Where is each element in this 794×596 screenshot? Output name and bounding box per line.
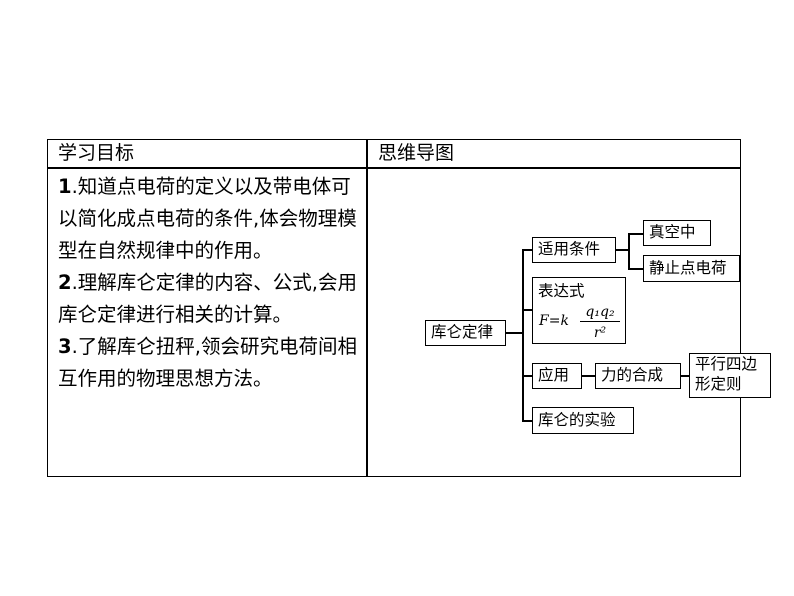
- content-table: 学习目标 思维导图 1.知道点电荷的定义以及带电体可以简化成点电荷的条件,体会物…: [47, 139, 771, 477]
- node-coulomb-experiment: 库仑的实验: [532, 407, 634, 434]
- connector-cond-sub: [615, 249, 628, 251]
- goal-item-3: 3.了解库仑扭秤,领会研究电荷间相互作用的物理思想方法。: [58, 331, 358, 395]
- goal-text: .知道点电荷的定义以及带电体可以简化成点电荷的条件,体会物理模型在自然规律中的作…: [58, 175, 357, 262]
- parallelogram-line-2: 形定则: [695, 375, 742, 393]
- goal-item-1: 1.知道点电荷的定义以及带电体可以简化成点电荷的条件,体会物理模型在自然规律中的…: [58, 171, 358, 267]
- formula-denominator: r²: [593, 325, 607, 341]
- goal-number: 1: [58, 175, 72, 198]
- mind-map: 库仑定律 适用条件 真空中 静止点电荷 表达式 F=k q₁q₂ r² 应用 力…: [367, 169, 771, 476]
- node-expression: 表达式 F=k q₁q₂ r²: [532, 277, 626, 344]
- header-learning-goals: 学习目标: [58, 142, 135, 164]
- node-coulomb-law: 库仑定律: [425, 320, 506, 346]
- connector-expression: [522, 309, 532, 311]
- node-application: 应用: [532, 363, 582, 389]
- header-divider: [48, 167, 740, 169]
- expression-label: 表达式: [538, 282, 585, 300]
- goal-item-2: 2.理解库仑定律的内容、公式,会用库仑定律进行相关的计算。: [58, 267, 358, 331]
- connector-application: [522, 375, 532, 377]
- connector-root: [505, 332, 522, 334]
- node-parallelogram-rule: 平行四边 形定则: [689, 353, 771, 398]
- goal-number: 3: [58, 335, 72, 358]
- connector-trunk: [522, 249, 524, 421]
- node-vacuum: 真空中: [643, 220, 711, 246]
- formula-lhs: F=k: [539, 313, 569, 329]
- connector-static-charge: [628, 268, 643, 270]
- node-static-charge: 静止点电荷: [643, 255, 740, 282]
- goal-text: .了解库仑扭秤,领会研究电荷间相互作用的物理思想方法。: [58, 335, 357, 390]
- parallelogram-line-1: 平行四边: [695, 355, 758, 373]
- column-divider: [366, 140, 368, 476]
- connector-experiment: [522, 420, 532, 422]
- goal-number: 2: [58, 271, 72, 294]
- header-mind-map: 思维导图: [378, 142, 455, 164]
- formula-numerator: q₁q₂: [585, 304, 615, 320]
- node-force-composition: 力的合成: [595, 363, 681, 389]
- goal-text: .理解库仑定律的内容、公式,会用库仑定律进行相关的计算。: [58, 271, 357, 326]
- connector-conditions: [522, 249, 532, 251]
- connector-force-parallelogram: [680, 375, 689, 377]
- learning-goals: 1.知道点电荷的定义以及带电体可以简化成点电荷的条件,体会物理模型在自然规律中的…: [58, 171, 358, 395]
- connector-cond-branch: [628, 233, 630, 269]
- fraction-bar: [580, 321, 620, 322]
- connector-vacuum: [628, 233, 643, 235]
- connector-app-force: [581, 375, 595, 377]
- node-conditions: 适用条件: [532, 237, 616, 263]
